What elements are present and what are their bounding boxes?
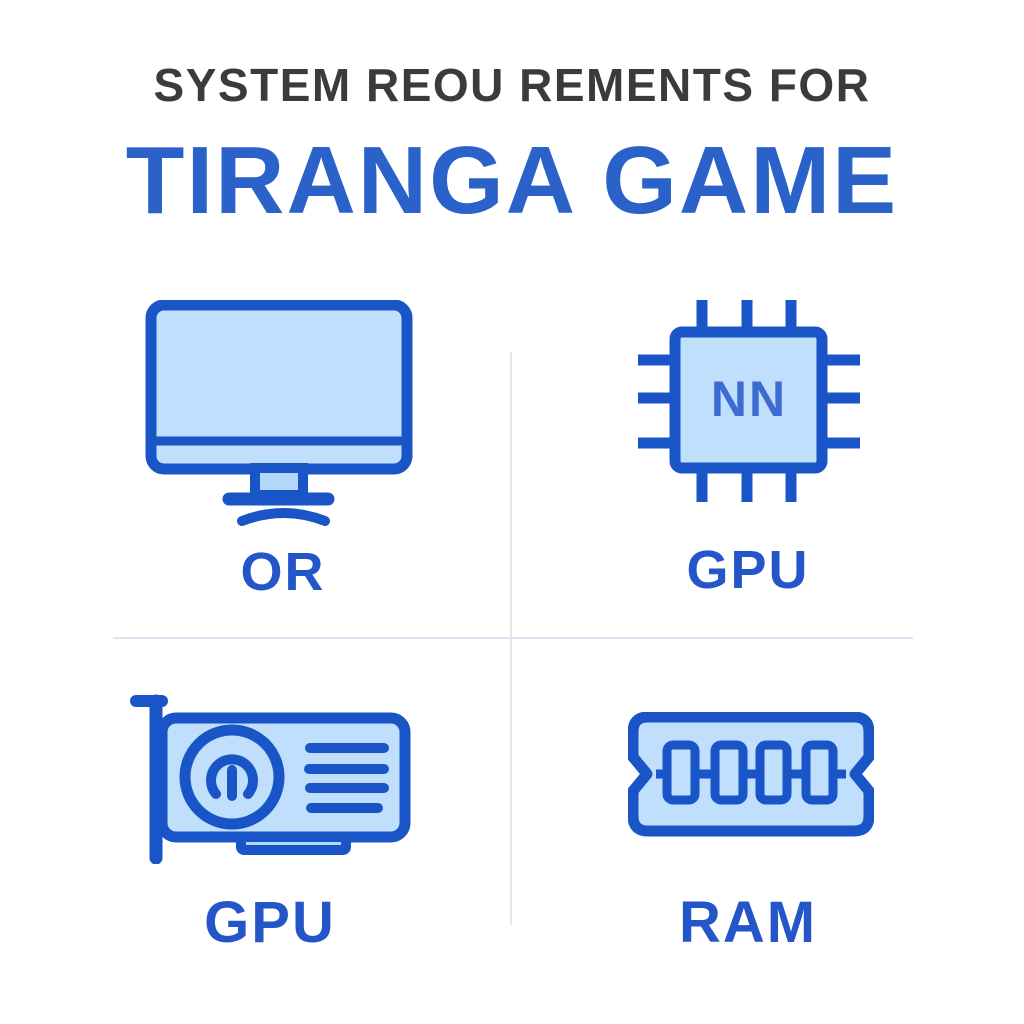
cpu-label: GPU (686, 540, 810, 600)
monitor-icon (145, 300, 413, 526)
title-main: TIRANGA GAME (125, 127, 899, 234)
monitor-label: OR (240, 542, 326, 602)
cpu-chip-text: NN (711, 371, 787, 427)
ram-label: RAM (678, 890, 818, 955)
monitor-stand (222, 463, 335, 526)
cpu-body: NN (669, 326, 828, 474)
gpu-fan (179, 724, 285, 830)
horizontal-divider (113, 637, 913, 639)
gpu-ports (304, 743, 389, 813)
gpu-bracket (130, 694, 168, 864)
ram-icon (628, 712, 874, 837)
graphics-card-label: GPU (204, 890, 336, 955)
monitor-body (145, 300, 413, 475)
ram-chips (662, 740, 838, 805)
cpu-pins (638, 300, 860, 502)
cpu-chip-icon: NN (638, 300, 860, 502)
title-subheading: SYSTEM REOU REMENTS FOR (153, 59, 871, 111)
graphics-card-icon (130, 694, 411, 864)
